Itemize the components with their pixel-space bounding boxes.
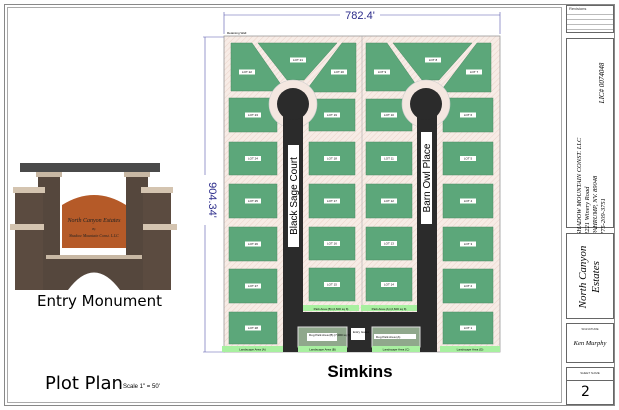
width-dimension	[203, 12, 501, 353]
park-area-a	[303, 305, 359, 311]
lot-label: LOT 22	[242, 70, 252, 74]
dog-park-right-label: Dog Park Area (A)	[376, 335, 400, 339]
sheet-box: SHEET NAME 2	[566, 367, 614, 405]
lot-label: LOT 11	[384, 157, 394, 161]
lot-label: LOT 21	[293, 58, 303, 62]
landscape-area	[298, 346, 347, 352]
entry-gates-label: Entry Gates	[353, 330, 369, 334]
cul-de-sac-right	[410, 88, 442, 120]
plot-plan-scale: Scale 1" = 50'	[123, 384, 160, 390]
lot-label: LOT 26	[248, 242, 258, 246]
dog-park-left-label: Dog Park Area (B) (7,000 sq ft)	[309, 333, 350, 337]
sign-company: Shadow Mountain Const. L.LC	[69, 233, 119, 238]
lot-label: LOT 23	[248, 113, 258, 117]
license-number: LIC# 0074048	[598, 62, 606, 104]
company-address1: 2221 Winery Road	[584, 186, 591, 235]
landscape-area-label: Landscape Area (C)	[383, 348, 410, 352]
sign-title: North Canyon Estates	[66, 218, 121, 224]
lot-label: LOT 7	[470, 70, 479, 74]
lot-label: LOT 19	[327, 113, 337, 117]
height-dimension-label: 904.34'	[206, 182, 218, 218]
lot-label: LOT 28	[248, 326, 258, 330]
project-name-line2: Estates	[590, 261, 602, 293]
lot-label: LOT 14	[384, 283, 394, 287]
lot-label: LOT 10	[384, 113, 394, 117]
landscape-area	[222, 346, 283, 352]
signature-box: SIGNATURE Ken Murphy	[566, 323, 614, 363]
lot-label: LOT 27	[248, 284, 258, 288]
signature-label: SIGNATURE	[581, 327, 599, 331]
signature-value: Ken Murphy	[573, 340, 607, 347]
lot-label: LOT 25	[248, 199, 258, 203]
entry-monument-caption: Entry Monument	[37, 292, 163, 310]
lot-label: LOT 20	[334, 70, 344, 74]
lot-label: LOT 17	[327, 199, 337, 203]
lot-label: LOT 5	[464, 157, 473, 161]
sign-by: By	[92, 227, 96, 231]
monument-cap	[20, 163, 160, 172]
landscape-area	[440, 346, 500, 352]
lot	[442, 42, 492, 93]
landscape-area-label: Landscape Area (D)	[457, 348, 484, 352]
landscape-area-label: Landscape Area (B)	[309, 348, 336, 352]
site-plan: 782.4' 904.34' Retaining Wall LOT 22 LOT …	[203, 10, 501, 381]
lot-label: LOT 24	[248, 157, 258, 161]
company-box: SHADOW MOUNTAIN CONST. LLC 2221 Winery R…	[566, 38, 614, 235]
sheet-label: SHEET NAME	[580, 371, 600, 375]
project-name-line1: North Canyon	[577, 245, 589, 309]
black-sage-court-label: Black Sage Court	[289, 157, 300, 235]
park-area-b	[361, 305, 417, 311]
lot-label: LOT 16	[327, 242, 337, 246]
connector-road	[303, 312, 417, 326]
drawing-border	[7, 7, 562, 403]
width-dimension-label: 782.4'	[345, 10, 375, 22]
lot-label: LOT 4	[464, 199, 473, 203]
plot-plan-title: Plot Plan	[45, 373, 123, 394]
landscape-area	[372, 346, 420, 352]
sheet-number: 2	[581, 384, 590, 400]
lot-label: LOT 6	[464, 113, 473, 117]
lot-label: LOT 15	[327, 283, 337, 287]
park-area-b-label: Park Area (A) (2,600 sq ft)	[372, 307, 407, 311]
lot-label: LOT 3	[464, 242, 473, 246]
cul-de-sac-left	[277, 88, 309, 120]
monument-sign	[62, 195, 126, 248]
lot-label: LOT 9	[378, 70, 387, 74]
lot-label: LOT 2	[464, 284, 473, 288]
lot-label: LOT 8	[429, 58, 438, 62]
retaining-wall-label: Retaining Wall	[227, 31, 247, 35]
lot-label: LOT 1	[464, 326, 473, 330]
lot-label: LOT 12	[384, 199, 394, 203]
sheet-border	[4, 4, 615, 406]
company-name: SHADOW MOUNTAIN CONST. LLC	[576, 137, 583, 235]
project-name-box: North Canyon Estates	[566, 233, 614, 319]
landscape-area-label: Landscape Area (A)	[239, 348, 266, 352]
revisions-box: Revisions	[566, 5, 614, 33]
park-area-a-label: Park Area (B) (2,600 sq ft)	[314, 307, 349, 311]
lot-label: LOT 13	[384, 242, 394, 246]
revisions-label: Revisions	[569, 6, 587, 11]
barn-owl-place-label: Barn Owl Place	[422, 143, 433, 212]
lot-label: LOT 18	[327, 157, 337, 161]
entry-monument: North Canyon Estates By Shadow Mountain …	[10, 163, 177, 290]
lot	[365, 183, 413, 219]
simkins-street-label: Simkins	[327, 362, 392, 381]
lot	[307, 42, 357, 93]
